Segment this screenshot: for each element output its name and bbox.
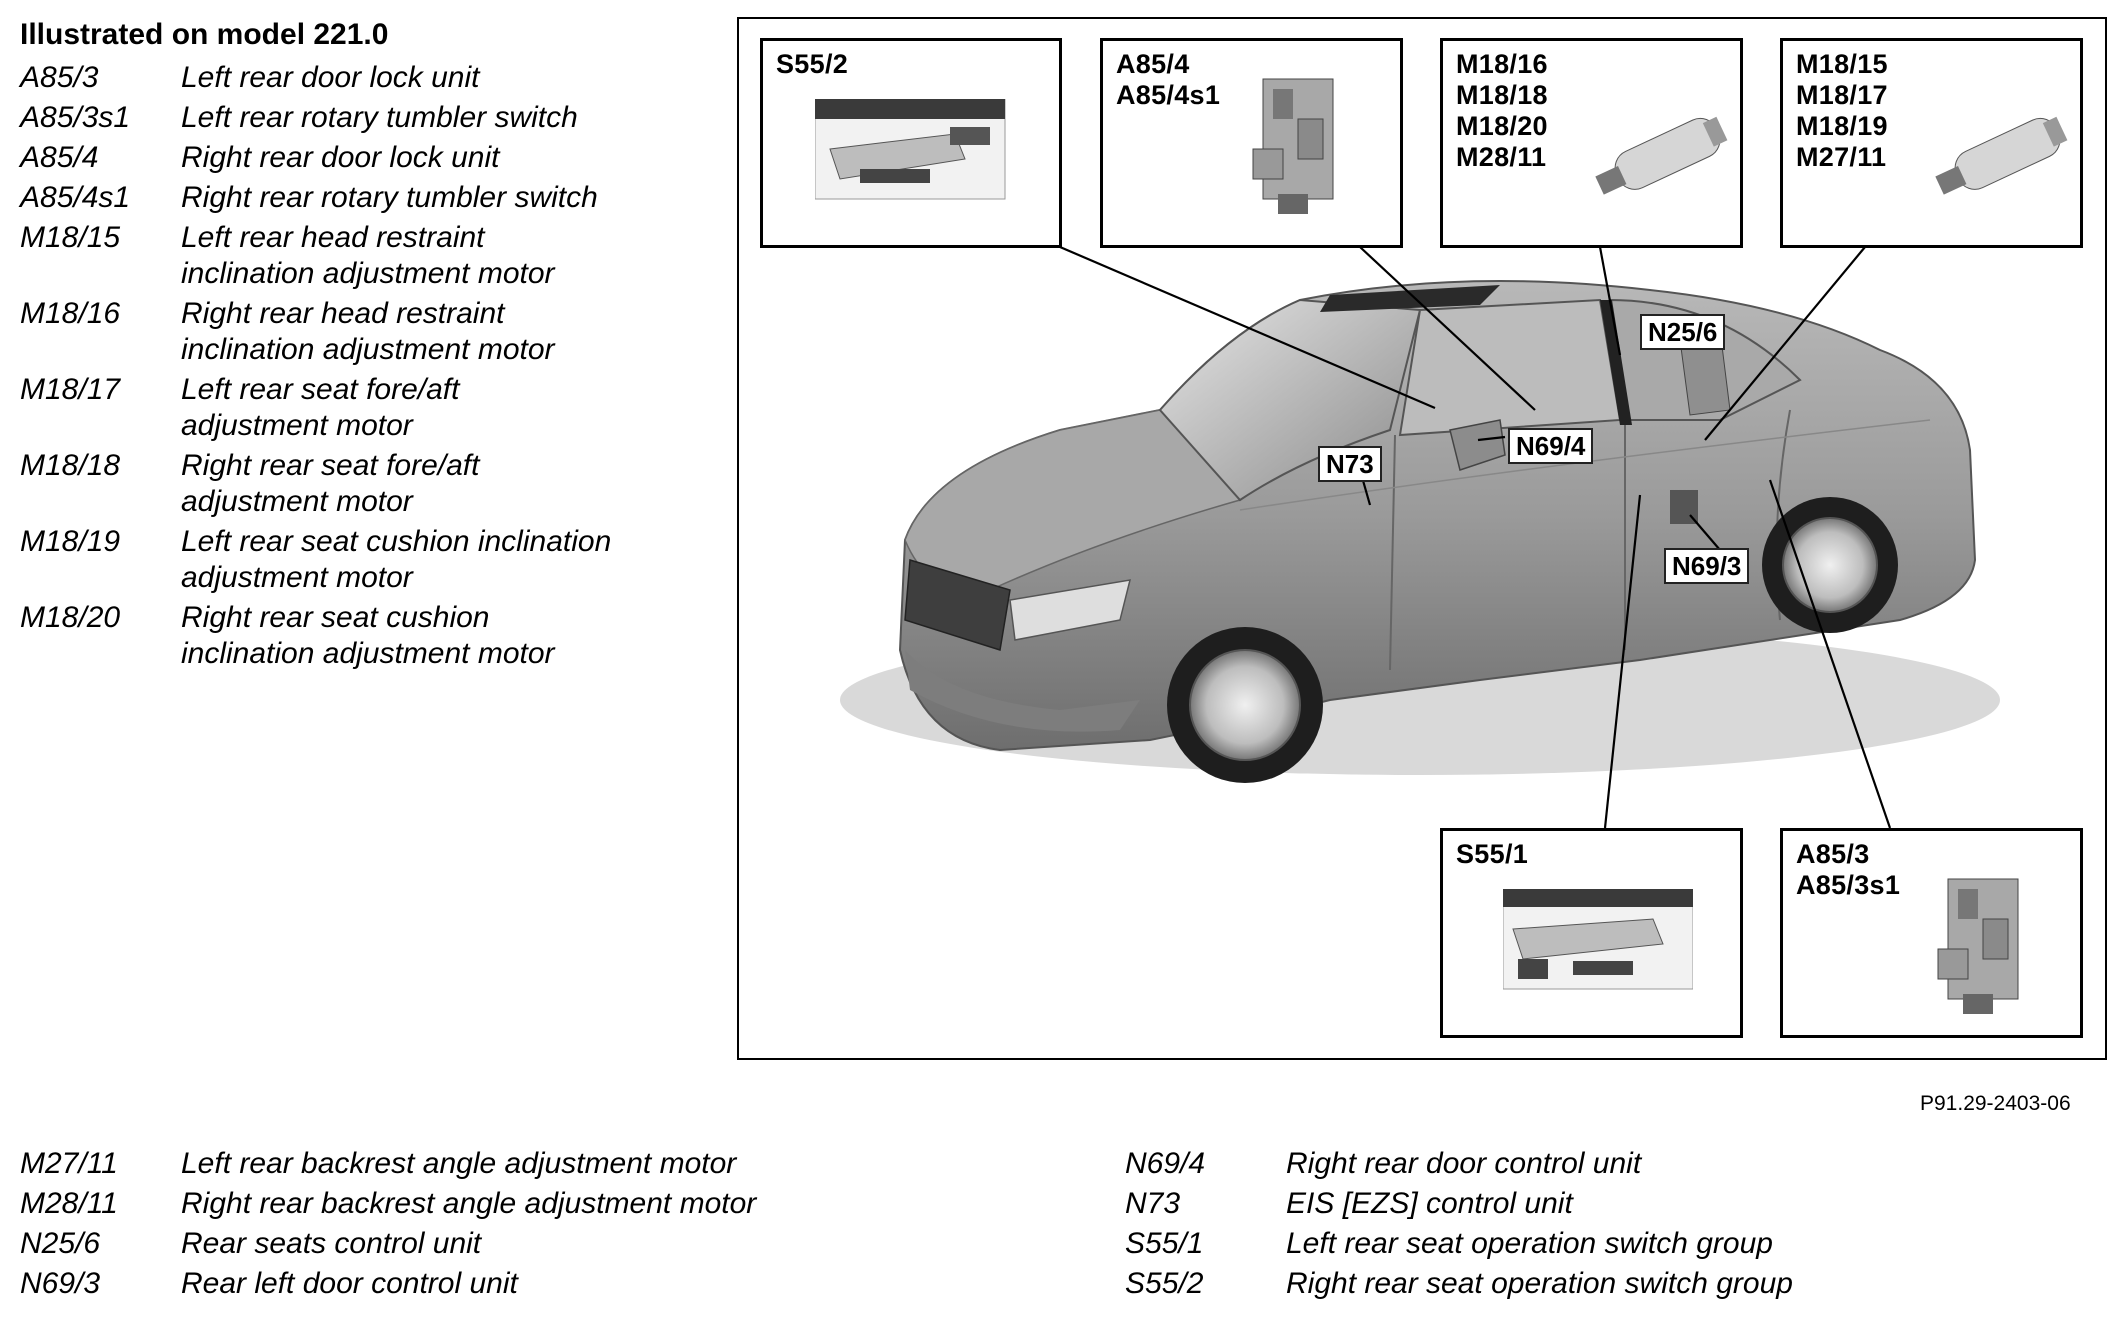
callout-a85-3: A85/3 A85/3s1 [1780,828,2083,1038]
tag-n25-6: N25/6 [1640,314,1726,350]
seat-switch-illustration-s55-2 [815,99,1006,200]
callout-s55-1: S55/1 [1440,828,1743,1038]
motor-illustration-m18-16 [1595,116,1728,195]
legend-description: adjustment motor [181,485,413,518]
legend-item: A85/4 Right rear door lock unit [20,140,720,176]
tag-n69-3: N69/3 [1664,548,1750,584]
legend-description: Right rear seat fore/aft [181,449,480,482]
callout-a85-3-label: A85/3 A85/3s1 [1796,839,1901,900]
legend-description: Right rear seat operation switch group [1286,1267,1793,1300]
legend-description: Rear seats control unit [181,1227,482,1260]
callout-a85-4-label: A85/4 A85/4s1 [1116,49,1221,110]
legend-code: M18/17 [20,373,121,406]
legend-code: S55/1 [1125,1227,1204,1260]
legend-description: Right rear seat cushion [181,601,490,634]
tag-n69-4: N69/4 [1508,428,1594,464]
legend-description: Right rear door control unit [1286,1147,1642,1180]
legend-description: Right rear head restraint [181,297,505,330]
legend-code: A85/4s1 [20,181,131,214]
legend-item: M27/11 Left rear backrest angle adjustmen… [20,1146,920,1182]
legend-item: S55/1 Left rear seat operation switch gro… [1125,1226,2025,1262]
side-mirror [1449,419,1506,471]
legend-description: Right rear rotary tumbler switch [181,181,598,214]
legend-code: M18/18 [20,449,121,482]
figure-reference: P91.29-2403-06 [1920,1092,2071,1115]
legend-description: adjustment motor [181,561,413,594]
car-front-side-window [1398,298,1622,437]
motor-illustration-m18-15 [1935,116,2068,195]
legend-description: inclination adjustment motor [181,637,555,670]
tag-n73: N73 [1318,446,1382,482]
legend-item: N69/3 Rear left door control unit [20,1266,920,1302]
car-grille [904,559,1011,651]
legend-description: Left rear seat operation switch group [1286,1227,1773,1260]
legend-description: Right rear door lock unit [181,141,500,174]
legend-description: Left rear seat cushion inclination [181,525,612,558]
callout-m18-16: M18/16 M18/18 M18/20 M28/11 [1440,38,1743,248]
legend-description: EIS [EZS] control unit [1286,1187,1573,1220]
legend-item: A85/3s1 Left rear rotary tumbler switch [20,100,720,136]
legend-description: inclination adjustment motor [181,333,555,366]
legend-code: N69/3 [20,1267,101,1300]
legend-description: Left rear backrest angle adjustment moto… [181,1147,737,1180]
legend-item: A85/4s1 Right rear rotary tumbler switch [20,180,720,216]
legend-description: Left rear seat fore/aft [181,373,460,406]
car-sunroof [1320,285,1500,312]
b-pillar [1600,300,1632,425]
legend-description: Right rear backrest angle adjustment mot… [181,1187,757,1220]
leader-lines [1059,245,1892,829]
legend-description: adjustment motor [181,409,413,442]
seat-switch-illustration-s55-1 [1503,889,1693,990]
front-bumper [905,650,1140,732]
callout-a85-4: A85/4 A85/4s1 [1100,38,1403,248]
callout-s55-1-label: S55/1 [1456,839,1529,869]
legend-code: A85/3 [20,61,99,94]
legend-item: N73 EIS [EZS] control unit [1125,1186,2025,1222]
legend-code: M18/19 [20,525,121,558]
rear-wheel-rim [1782,517,1878,613]
door-lock-illustration-a85-3 [1937,878,2019,1014]
legend-code: M27/11 [20,1147,118,1180]
legend-code: A85/3s1 [20,101,131,134]
legend-item: M28/11 Right rear backrest angle adjustme… [20,1186,920,1222]
legend-description: Left rear head restraint [181,221,485,254]
callout-m18-15: M18/15 M18/17 M18/19 M27/11 [1780,38,2083,248]
door-lock-illustration-a85-4 [1252,78,1334,214]
legend-code: M18/16 [20,297,121,330]
legend-item: M18/19 Left rear seat cushion inclination… [20,524,720,596]
callout-m18-15-label: M18/15 M18/17 M18/19 M27/11 [1796,49,1888,172]
callout-s55-2: S55/2 [760,38,1062,248]
legend-item: N25/6 Rear seats control unit [20,1226,920,1262]
front-wheel-rim [1189,649,1301,761]
callout-s55-2-label: S55/2 [776,49,849,79]
car-headlight [1009,579,1132,641]
legend-code: A85/4 [20,141,99,174]
legend-description: inclination adjustment motor [181,257,555,290]
legend-code: N69/4 [1125,1147,1206,1180]
legend-code: S55/2 [1125,1267,1204,1300]
legend-item: N69/4 Right rear door control unit [1125,1146,2025,1182]
legend-description: Rear left door control unit [181,1267,518,1300]
legend-code: M28/11 [20,1187,118,1220]
legend-code: N73 [1125,1187,1181,1220]
callout-m18-16-label: M18/16 M18/18 M18/20 M28/11 [1456,49,1548,172]
legend-item: S55/2 Right rear seat operation switch gr… [1125,1266,2025,1302]
legend-item: A85/3 Left rear door lock unit [20,60,720,96]
legend-description: Left rear door lock unit [181,61,480,94]
legend-code: M18/20 [20,601,121,634]
page-heading: Illustrated on model 221.0 [20,18,389,51]
legend-code: N25/6 [20,1227,101,1260]
legend-code: M18/15 [20,221,121,254]
legend-description: Left rear rotary tumbler switch [181,101,578,134]
